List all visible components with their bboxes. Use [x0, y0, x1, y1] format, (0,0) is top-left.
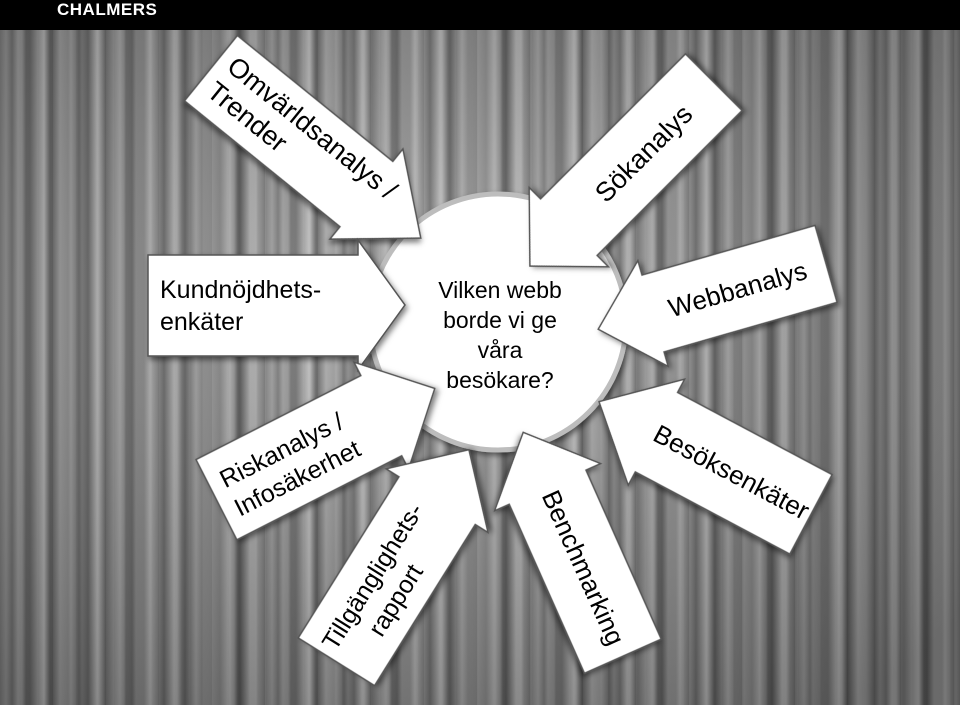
chalmers-logo: CHALMERS [57, 0, 158, 19]
arrow-webbanalys: Webbanalys [597, 224, 839, 368]
arrow-kundnojdhetsenkater: Kundnöjdhets- enkäter [147, 237, 406, 373]
svg-text:Kundnöjdhets- enkäter: Kundnöjdhets- enkäter [160, 276, 328, 336]
arrow-label-line: Kundnöjdhets- [160, 276, 321, 304]
center-question: Vilken webb borde vi ge våra besökare? [405, 275, 595, 395]
arrow-riskanalys: Riskanalys / Infosäkerhet [195, 360, 436, 541]
center-question-line: besökare? [446, 367, 554, 393]
arrow-label-line: enkäter [160, 308, 243, 336]
center-question-line: borde vi ge [443, 307, 557, 333]
center-question-line: våra [477, 337, 523, 363]
top-bar: CHALMERS [0, 0, 960, 30]
center-question-line: Vilken webb [438, 277, 562, 303]
